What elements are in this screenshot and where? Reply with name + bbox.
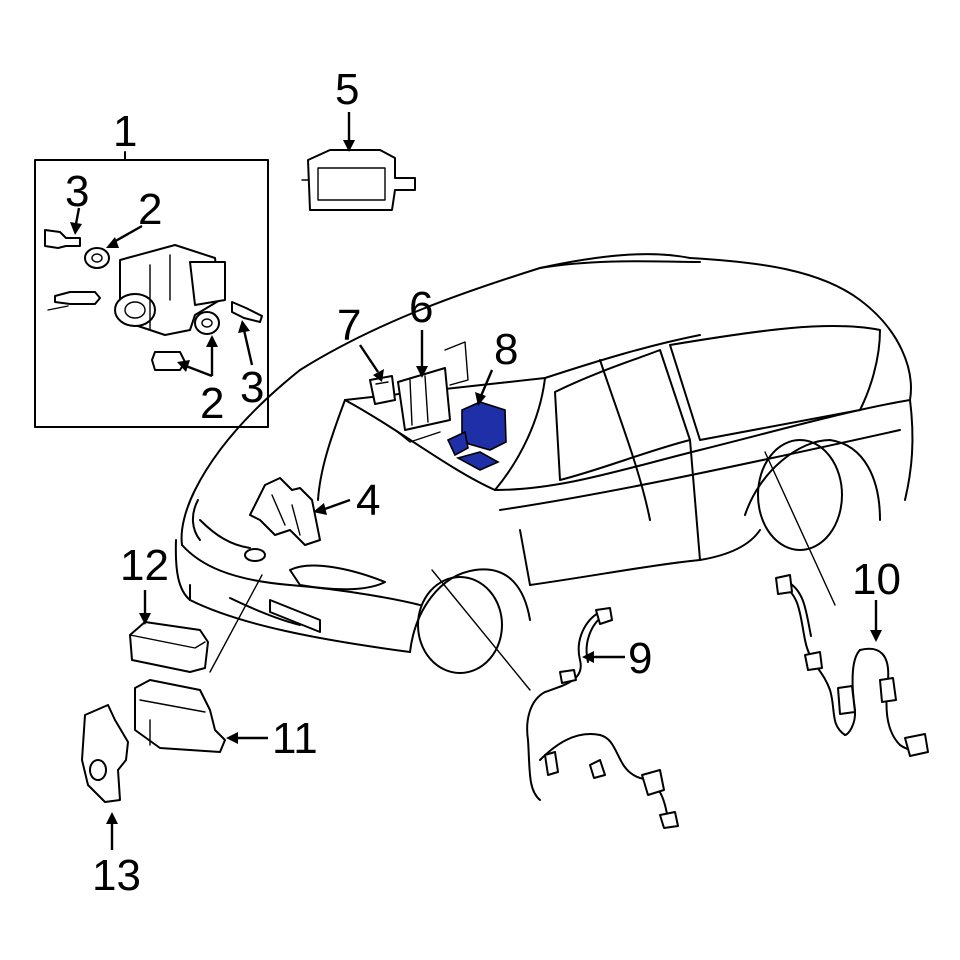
wheel-speed-harness-10	[775, 574, 929, 757]
bolt-part-3a	[44, 229, 81, 249]
bracket-sensor-part	[249, 477, 321, 546]
abs-assembly-box	[34, 151, 269, 428]
callout-3-right: 3	[240, 363, 264, 412]
callout-5: 5	[335, 65, 359, 114]
callout-11: 11	[272, 714, 318, 763]
wheel-speed-harness-9	[526, 607, 679, 829]
bushing-part-2b	[194, 311, 220, 335]
car-body-outline	[174, 253, 914, 691]
callout-4: 4	[356, 476, 380, 525]
leader-lines	[70, 112, 882, 850]
callout-12: 12	[120, 541, 169, 590]
highlighted-module-part	[446, 401, 507, 471]
bushing-part-2a	[84, 247, 110, 269]
callout-10: 10	[852, 555, 901, 604]
callout-2-top: 2	[138, 185, 162, 234]
module-box-part	[134, 679, 226, 753]
callout-6: 6	[409, 283, 433, 332]
callout-1: 1	[113, 107, 137, 156]
control-module-part	[394, 341, 469, 443]
impact-sensor-part	[81, 704, 129, 803]
cover-part	[129, 621, 209, 673]
callout-9: 9	[628, 634, 652, 683]
callout-7: 7	[337, 301, 361, 350]
stud-part	[47, 291, 101, 311]
callout-8: 8	[494, 325, 518, 374]
callout-2-bottom: 2	[200, 379, 224, 428]
callout-3-top: 3	[65, 167, 89, 216]
callout-numbers: 1 2 2 3 3 4 5 6 7 8 9 10 11 12 13	[65, 65, 901, 900]
bolt-part-3b	[231, 301, 263, 323]
bushing-part-2c	[151, 351, 186, 371]
abs-modulator-part	[114, 244, 226, 336]
callout-13: 13	[92, 851, 141, 900]
relay-part	[369, 375, 396, 405]
yaw-sensor-part	[301, 149, 416, 211]
